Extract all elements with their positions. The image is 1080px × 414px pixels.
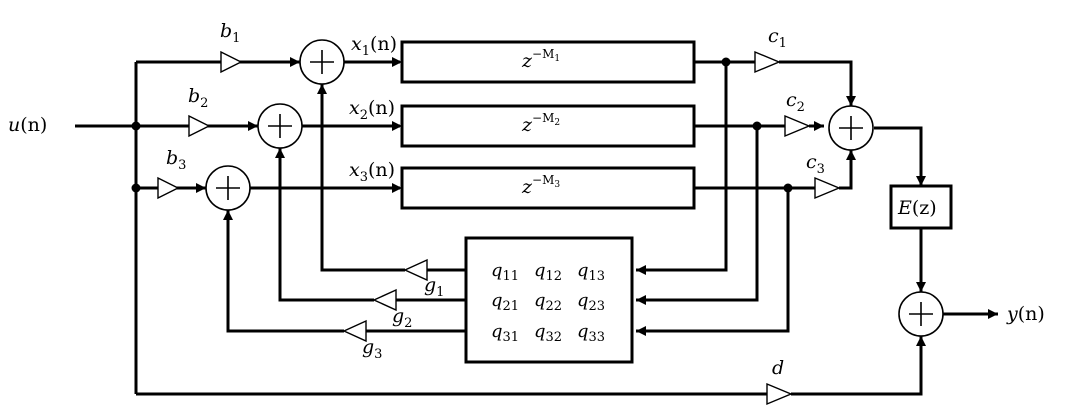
matrix-entry: q32 <box>534 321 562 345</box>
feedback-matrix-block <box>464 236 634 364</box>
gain-c2-label: c2 <box>786 89 805 115</box>
arrow-c2-sum <box>814 121 824 131</box>
matrix-entries: q11 q12 q13 q21 q22 q23 q31 q32 q33 <box>491 260 605 345</box>
wire-direct <box>136 336 923 396</box>
wire-row1-out <box>694 60 853 106</box>
wire-g2 <box>278 148 466 302</box>
gain-c1-label: c1 <box>768 25 787 51</box>
wire-row3-out <box>694 150 853 190</box>
delay-block-1 <box>400 40 696 84</box>
arrow-c3-sum <box>846 150 856 160</box>
gain-g1-triangle <box>403 258 428 282</box>
summer-row3 <box>205 165 251 211</box>
arrow-output <box>988 309 998 319</box>
gain-b2-triangle <box>188 114 211 138</box>
arrow-fb3-matrix <box>636 326 646 336</box>
gain-g3-triangle <box>342 319 367 343</box>
wire-sum-to-filter <box>874 126 923 186</box>
summer-row1 <box>299 39 345 85</box>
labels: u(n) y(n) b1 b2 b3 c1 c2 c3 g1 g2 g3 d x… <box>8 20 1045 379</box>
gain-g3-label: g3 <box>362 336 382 362</box>
filter-label: E(z) <box>897 197 937 219</box>
summer-output-c <box>828 105 874 151</box>
gain-g2-triangle <box>372 288 397 312</box>
arrow-row1-sum <box>290 57 300 67</box>
summer-row2 <box>257 103 303 149</box>
wire-g1 <box>320 84 466 272</box>
arrowheads <box>196 57 998 346</box>
gain-b3-label: b3 <box>166 147 186 173</box>
junction-input <box>131 121 141 131</box>
matrix-entry: q13 <box>577 260 605 284</box>
arrow-g1-sum <box>317 84 327 94</box>
arrow-to-filter <box>916 176 926 186</box>
gain-b3-triangle <box>157 176 180 200</box>
delay-2-label: z−M2 <box>521 111 560 136</box>
matrix-entry: q12 <box>534 260 562 284</box>
output-label: y(n) <box>1006 303 1045 325</box>
junction-fb3 <box>783 183 793 193</box>
gain-d-label: d <box>772 357 784 379</box>
gain-g2-label: g2 <box>392 305 412 331</box>
delay-3-label: z−M3 <box>521 173 560 198</box>
summing-junctions <box>205 39 944 337</box>
matrix-entry: q31 <box>491 321 519 345</box>
arrow-g3-sum <box>223 210 233 220</box>
arrow-direct-sum <box>916 336 926 346</box>
gain-b1-label: b1 <box>220 20 240 46</box>
gain-d-triangle <box>766 382 793 406</box>
blocks <box>400 40 953 364</box>
gain-b1-triangle <box>220 50 243 74</box>
arrow-row1-delay <box>392 57 402 67</box>
gain-c3-label: c3 <box>806 151 825 177</box>
delay-1-label: z−M1 <box>521 47 560 72</box>
matrix-entry: q33 <box>577 321 605 345</box>
state-x3-label: x3(n) <box>349 159 395 185</box>
matrix-entry: q23 <box>577 290 605 314</box>
junction-fb1 <box>721 57 731 67</box>
gain-c1-triangle <box>754 50 781 74</box>
state-x1-label: x1(n) <box>351 33 397 59</box>
filter-block <box>889 184 953 230</box>
junction-dots <box>131 57 793 193</box>
wire-row3-fb <box>636 188 790 333</box>
gain-b2-label: b2 <box>188 85 208 111</box>
arrow-c1-sum <box>846 96 856 106</box>
matrix-entry: q11 <box>491 260 519 284</box>
arrow-fb1-matrix <box>636 265 646 275</box>
gain-c2-triangle <box>784 114 811 138</box>
summer-output-final <box>898 291 944 337</box>
arrow-row3-sum <box>196 183 206 193</box>
junction-row3 <box>131 183 141 193</box>
wire-row1-fb <box>636 62 728 272</box>
gain-c3-triangle <box>814 176 841 200</box>
gain-triangles <box>157 50 841 406</box>
delay-block-3 <box>400 166 696 210</box>
delay-block-2 <box>400 104 696 148</box>
wire-g3 <box>226 210 466 333</box>
arrow-row3-delay <box>392 183 402 193</box>
wire-row2-fb <box>636 126 759 302</box>
gain-g1-label: g1 <box>424 274 444 300</box>
arrow-row2-delay <box>392 121 402 131</box>
arrow-fb2-matrix <box>636 295 646 305</box>
input-label: u(n) <box>8 114 47 136</box>
matrix-entry: q22 <box>534 290 562 314</box>
junction-fb2 <box>752 121 762 131</box>
matrix-entry: q21 <box>491 290 519 314</box>
state-x2-label: x2(n) <box>349 97 395 123</box>
arrow-row2-sum <box>248 121 258 131</box>
arrow-to-output-sum <box>916 282 926 292</box>
arrow-g2-sum <box>275 148 285 158</box>
